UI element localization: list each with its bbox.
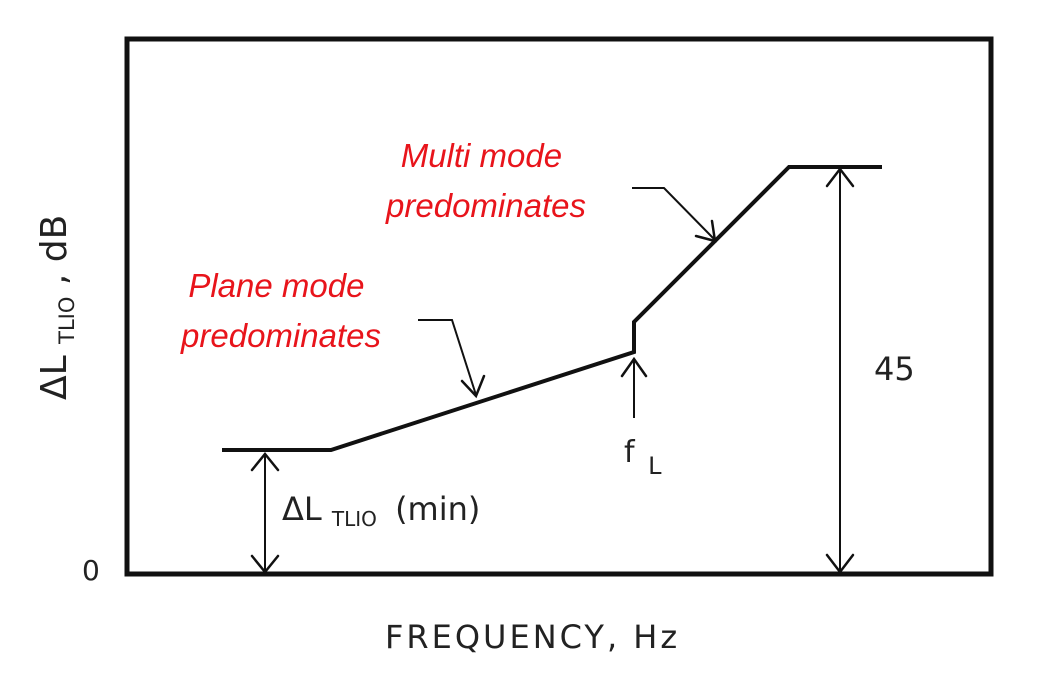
svg-text:ΔL TLIO , dB: ΔL TLIO , dB (34, 215, 83, 400)
y-axis-symbol: ΔL (34, 355, 75, 400)
multi-mode-leader (632, 187, 717, 243)
plane-mode-leader (418, 319, 486, 399)
fl-marker-arrow (620, 356, 648, 418)
x-axis-label: FREQUENCY, Hz (385, 618, 680, 656)
multi-mode-line2: predominates (385, 187, 586, 224)
plot-frame (124, 36, 994, 577)
range-value-label: 45 (874, 350, 915, 388)
plane-mode-label: Plane mode predominates (180, 267, 381, 354)
multi-mode-label: Multi mode predominates (385, 137, 586, 224)
plane-mode-line1: Plane mode (188, 267, 364, 304)
min-label-suffix: (min) (395, 490, 480, 528)
y-axis-unit: , dB (34, 215, 75, 285)
range-dimension (825, 166, 855, 575)
plane-mode-line2: predominates (180, 317, 381, 354)
multi-mode-line1: Multi mode (401, 137, 562, 174)
min-label-subscript: TLIO (331, 507, 377, 531)
attenuation-curve (222, 165, 882, 452)
min-label-symbol: ΔL (282, 490, 322, 528)
fl-label: f L (624, 435, 662, 480)
y-axis-subscript: TLIO (55, 297, 79, 345)
min-attenuation-dimension (250, 452, 280, 574)
y-axis-label: ΔL TLIO , dB (34, 215, 83, 400)
fl-subscript: L (648, 452, 662, 480)
min-attenuation-label: ΔL TLIO (min) (282, 490, 480, 534)
fl-symbol: f (624, 435, 636, 470)
origin-label: 0 (82, 554, 100, 587)
